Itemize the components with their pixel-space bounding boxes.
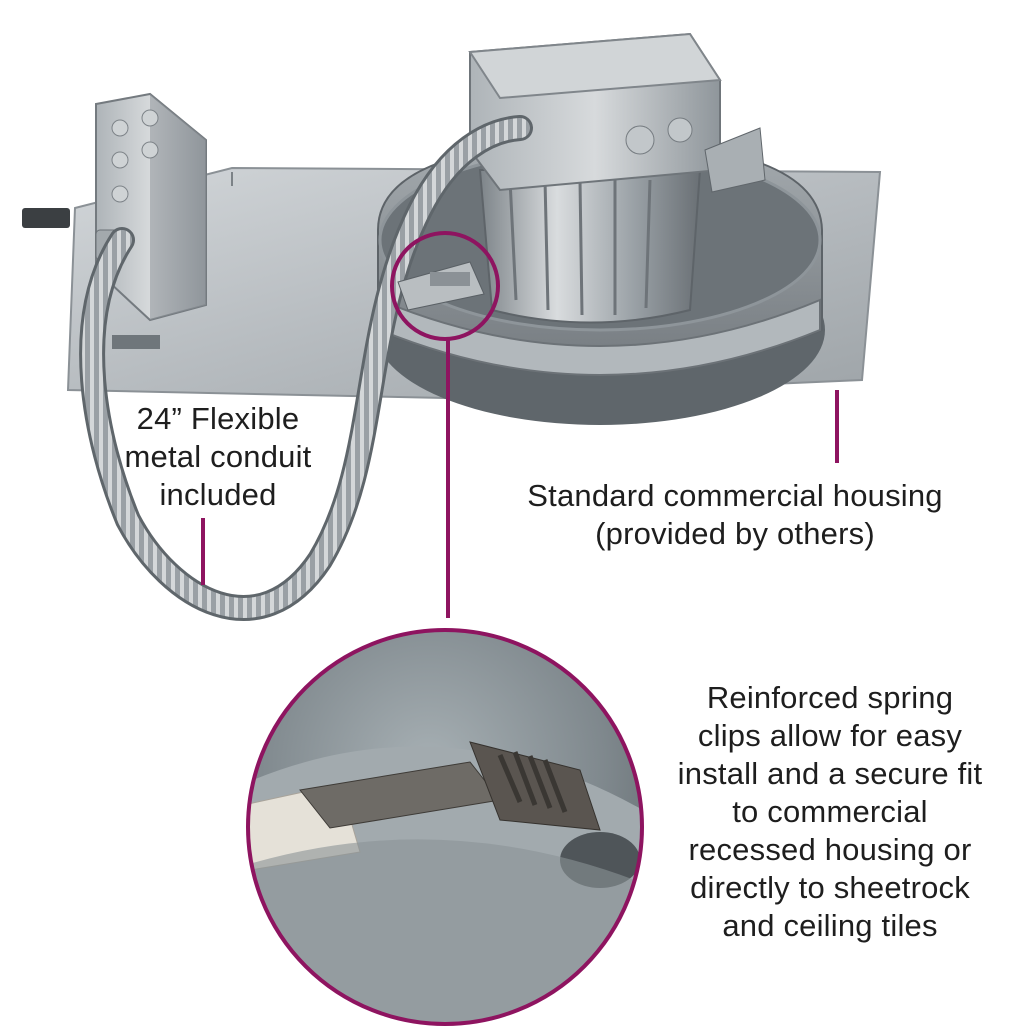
flexible-conduit — [79, 115, 533, 621]
annotation-line: install and a secure fit — [677, 756, 983, 791]
spring-clip — [397, 261, 485, 311]
annotation-line: to commercial — [732, 794, 928, 829]
annotation-line: included — [159, 477, 277, 512]
spring-clip-annotation: Reinforced spring clips allow for easy i… — [656, 679, 1004, 945]
callout-circle — [390, 231, 500, 341]
annotation-line: recessed housing or — [688, 832, 972, 867]
spring-clip-detail — [246, 628, 644, 1026]
annotation-line: Reinforced spring — [706, 680, 954, 715]
annotation-line: 24” Flexible — [136, 401, 300, 436]
annotation-line: Standard commercial housing — [527, 478, 943, 513]
annotation-line: metal conduit — [124, 439, 312, 474]
annotation-line: and ceiling tiles — [722, 908, 938, 943]
conduit-annotation: 24” Flexible metal conduit included — [96, 400, 340, 514]
housing-annotation: Standard commercial housing (provided by… — [470, 477, 1000, 553]
annotation-line: clips allow for easy — [697, 718, 963, 753]
recessed-housing — [375, 32, 825, 425]
annotation-line: directly to sheetrock — [690, 870, 970, 905]
annotation-line: (provided by others) — [595, 516, 875, 551]
